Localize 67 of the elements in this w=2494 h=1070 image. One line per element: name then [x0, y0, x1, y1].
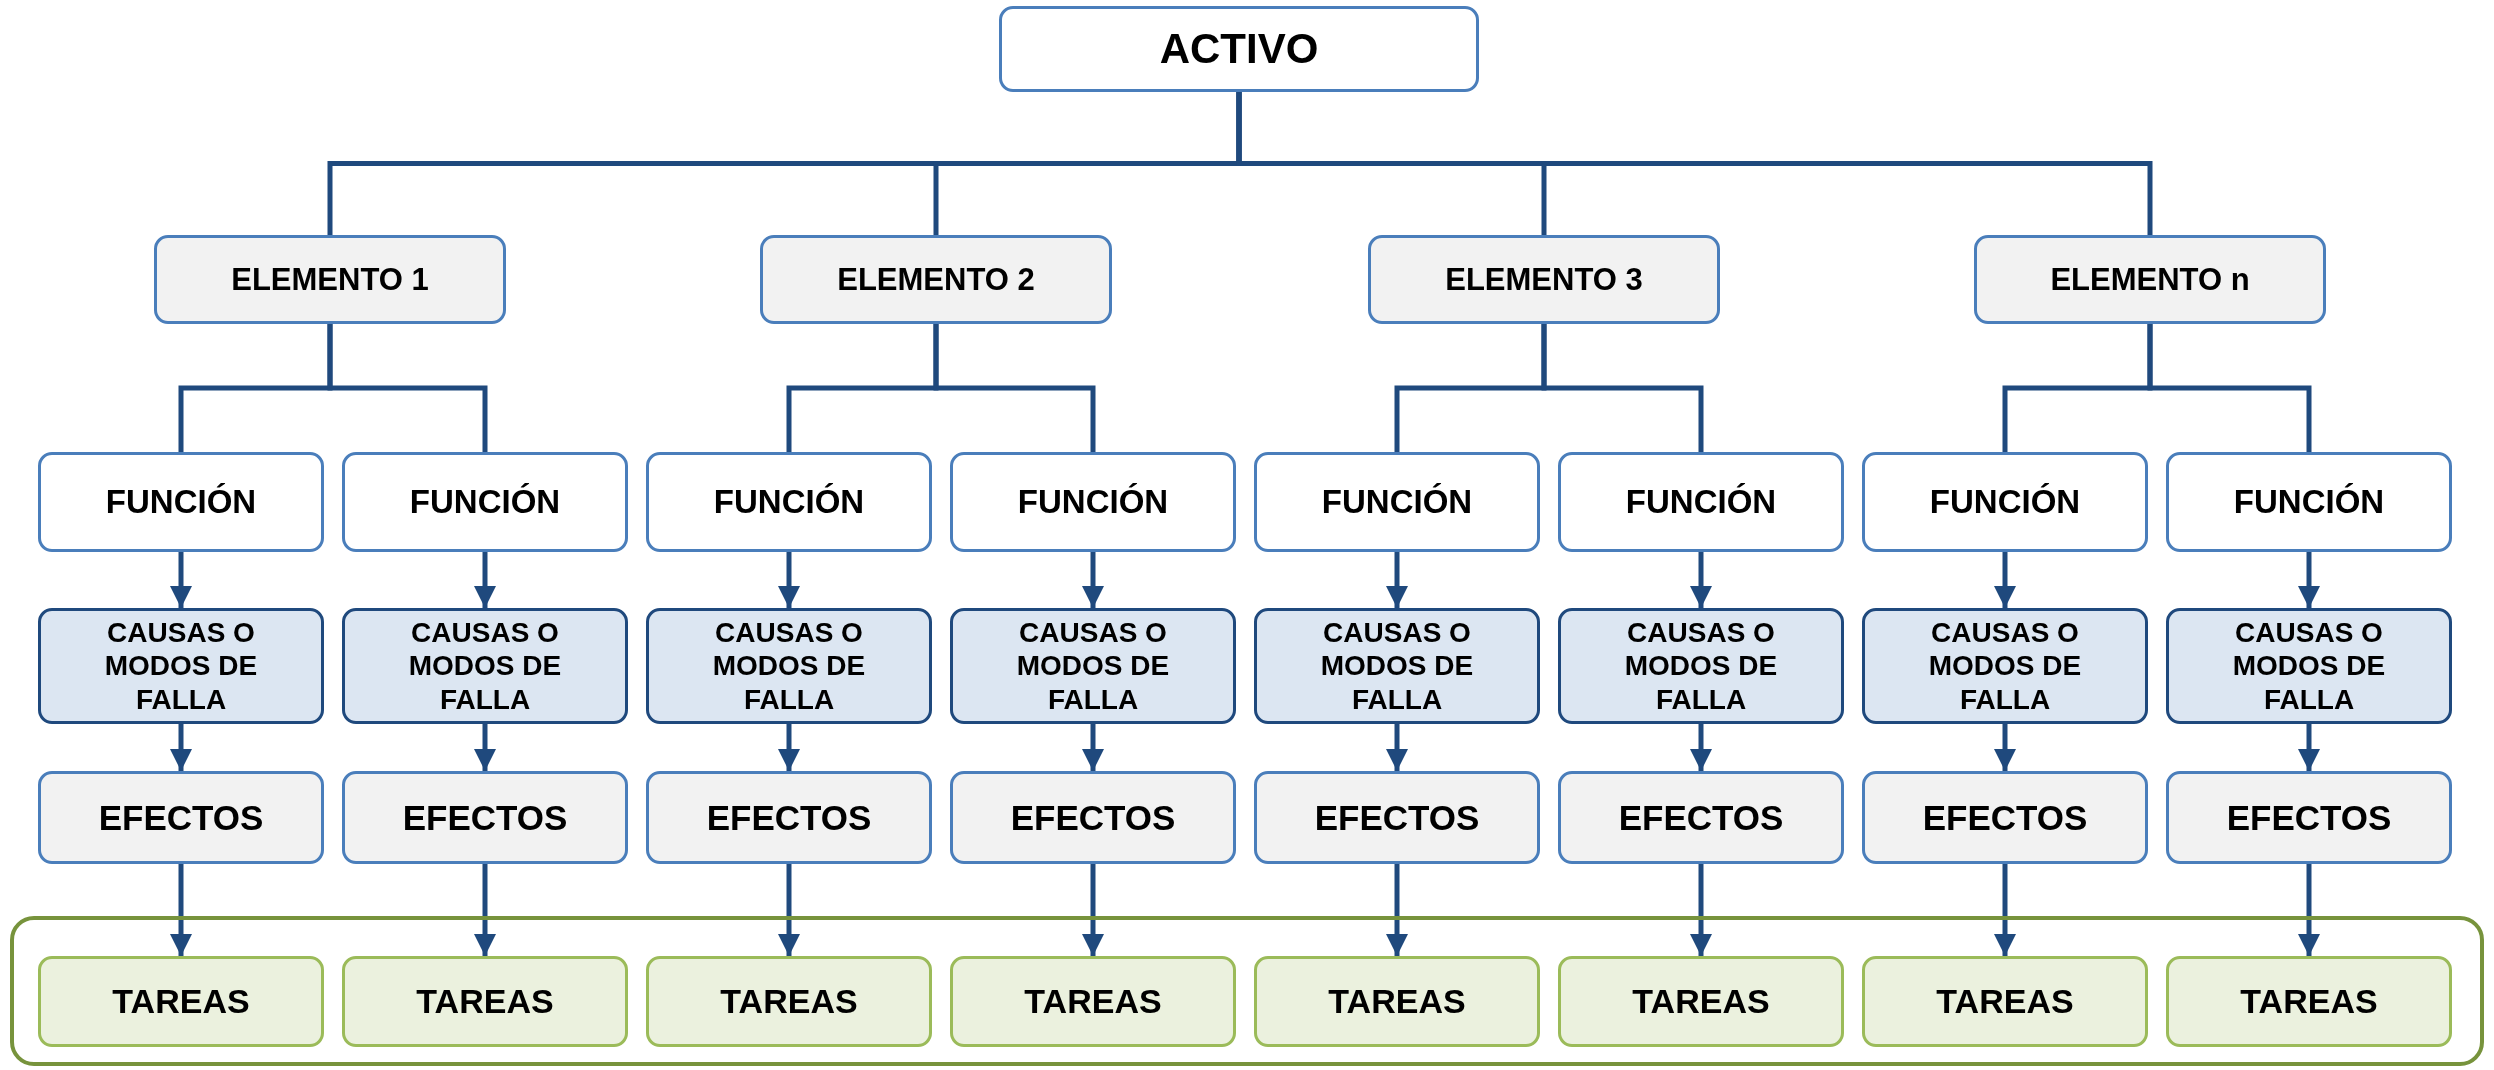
effects-box: EFECTOS — [950, 771, 1236, 864]
function-box: FUNCIÓN — [646, 452, 932, 552]
function-box: FUNCIÓN — [1862, 452, 2148, 552]
connector-line — [327, 324, 488, 452]
arrow — [2297, 724, 2321, 771]
arrow — [1689, 724, 1713, 771]
task-box: TAREAS — [1254, 956, 1540, 1047]
arrow — [1081, 724, 1105, 771]
arrow — [169, 864, 193, 956]
arrow — [2297, 552, 2321, 608]
arrow — [473, 552, 497, 608]
task-box: TAREAS — [1558, 956, 1844, 1047]
arrow — [1993, 552, 2017, 608]
arrow — [1385, 724, 1409, 771]
effects-box: EFECTOS — [1558, 771, 1844, 864]
effects-box: EFECTOS — [646, 771, 932, 864]
failure-mode-box: CAUSAS O MODOS DE FALLA — [950, 608, 1236, 724]
failure-mode-box: CAUSAS O MODOS DE FALLA — [342, 608, 628, 724]
failure-mode-box: CAUSAS O MODOS DE FALLA — [1862, 608, 2148, 724]
arrow — [777, 724, 801, 771]
element-box: ELEMENTO 2 — [760, 235, 1112, 324]
connector-line — [1236, 92, 2153, 235]
element-box: ELEMENTO 3 — [1368, 235, 1720, 324]
function-box: FUNCIÓN — [38, 452, 324, 552]
arrow — [1993, 724, 2017, 771]
function-box: FUNCIÓN — [1254, 452, 1540, 552]
task-box: TAREAS — [2166, 956, 2452, 1047]
task-box: TAREAS — [646, 956, 932, 1047]
element-box: ELEMENTO 1 — [154, 235, 506, 324]
arrow — [1081, 864, 1105, 956]
arrow — [777, 552, 801, 608]
function-box: FUNCIÓN — [342, 452, 628, 552]
arrow — [1689, 864, 1713, 956]
root-box: ACTIVO — [999, 6, 1479, 92]
arrow — [777, 864, 801, 956]
function-box: FUNCIÓN — [950, 452, 1236, 552]
effects-box: EFECTOS — [342, 771, 628, 864]
task-box: TAREAS — [950, 956, 1236, 1047]
effects-box: EFECTOS — [1254, 771, 1540, 864]
effects-box: EFECTOS — [1862, 771, 2148, 864]
effects-box: EFECTOS — [2166, 771, 2452, 864]
function-box: FUNCIÓN — [1558, 452, 1844, 552]
effects-box: EFECTOS — [38, 771, 324, 864]
arrow — [2297, 864, 2321, 956]
tasks-group-box — [10, 916, 2484, 1066]
arrow — [473, 864, 497, 956]
arrow — [1385, 552, 1409, 608]
connector-line — [1541, 324, 1704, 452]
arrow — [169, 552, 193, 608]
arrow — [169, 724, 193, 771]
arrow — [1081, 552, 1105, 608]
failure-mode-box: CAUSAS O MODOS DE FALLA — [2166, 608, 2452, 724]
task-box: TAREAS — [1862, 956, 2148, 1047]
arrow — [1689, 552, 1713, 608]
failure-mode-box: CAUSAS O MODOS DE FALLA — [646, 608, 932, 724]
arrow — [1385, 864, 1409, 956]
element-box: ELEMENTO n — [1974, 235, 2326, 324]
arrow — [1993, 864, 2017, 956]
failure-mode-box: CAUSAS O MODOS DE FALLA — [1254, 608, 1540, 724]
failure-mode-box: CAUSAS O MODOS DE FALLA — [38, 608, 324, 724]
connector-line — [2147, 324, 2312, 452]
function-box: FUNCIÓN — [2166, 452, 2452, 552]
arrow — [473, 724, 497, 771]
failure-mode-box: CAUSAS O MODOS DE FALLA — [1558, 608, 1844, 724]
task-box: TAREAS — [38, 956, 324, 1047]
connector-line — [933, 324, 1096, 452]
task-box: TAREAS — [342, 956, 628, 1047]
